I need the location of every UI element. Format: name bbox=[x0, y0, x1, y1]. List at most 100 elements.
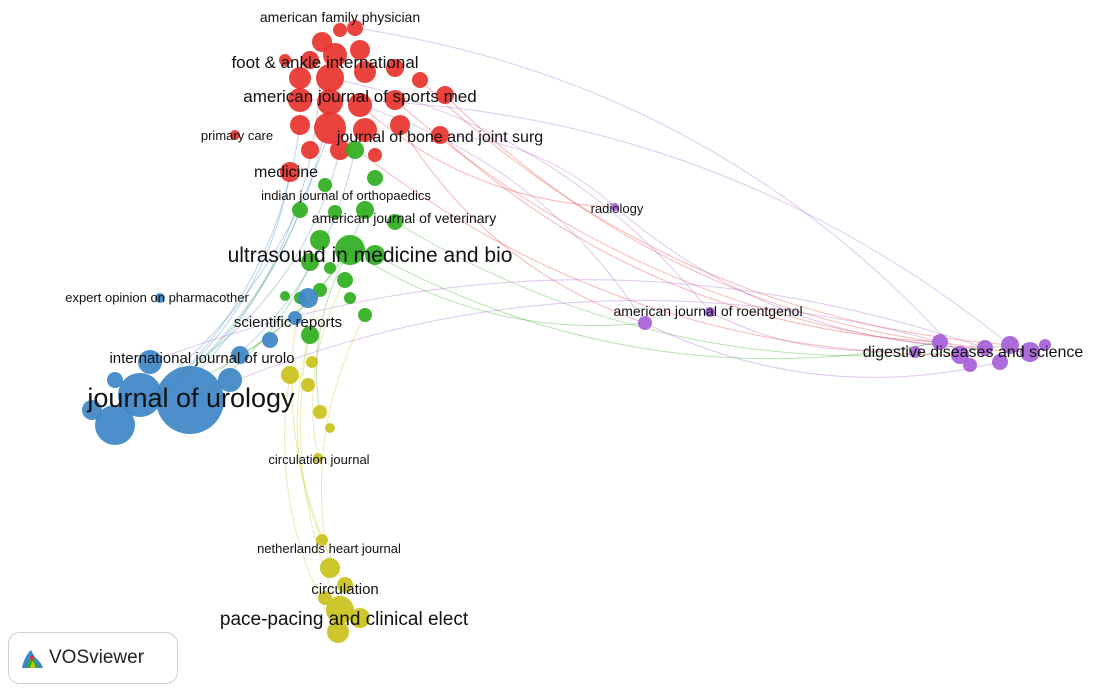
network-node[interactable] bbox=[155, 293, 165, 303]
network-node[interactable] bbox=[301, 141, 319, 159]
network-node[interactable] bbox=[611, 203, 619, 211]
label-indian-journal-of-orthopaedics[interactable]: indian journal of orthopaedics bbox=[261, 188, 431, 203]
network-node[interactable] bbox=[262, 332, 278, 348]
network-node[interactable] bbox=[431, 126, 449, 144]
network-node[interactable] bbox=[95, 405, 135, 445]
label-journal-of-urology[interactable]: journal of urology bbox=[86, 383, 295, 413]
network-node[interactable] bbox=[230, 130, 240, 140]
label-medicine[interactable]: medicine bbox=[254, 164, 318, 181]
network-node[interactable] bbox=[977, 340, 993, 356]
network-node[interactable] bbox=[289, 67, 311, 89]
network-node[interactable] bbox=[328, 205, 342, 219]
label-american-journal-of-sports-med[interactable]: american journal of sports med bbox=[243, 87, 476, 106]
network-node[interactable] bbox=[306, 356, 318, 368]
network-node[interactable] bbox=[301, 51, 319, 69]
network-node[interactable] bbox=[638, 316, 652, 330]
network-node[interactable] bbox=[347, 20, 363, 36]
network-node[interactable] bbox=[298, 288, 318, 308]
network-node[interactable] bbox=[288, 311, 302, 325]
network-node[interactable] bbox=[325, 423, 335, 433]
label-american-journal-of-veterinary[interactable]: american journal of veterinary bbox=[312, 210, 496, 226]
network-node[interactable] bbox=[313, 453, 323, 463]
network-node[interactable] bbox=[368, 148, 382, 162]
network-node[interactable] bbox=[951, 346, 969, 364]
network-node[interactable] bbox=[346, 141, 364, 159]
network-node[interactable] bbox=[367, 170, 383, 186]
network-node[interactable] bbox=[327, 621, 349, 643]
label-expert-opinion-on-pharmacother[interactable]: expert opinion on pharmacother bbox=[65, 290, 249, 305]
network-node[interactable] bbox=[1020, 342, 1040, 362]
network-node[interactable] bbox=[281, 366, 299, 384]
network-node[interactable] bbox=[279, 54, 291, 66]
label-scientific-reports[interactable]: scientific reports bbox=[234, 314, 342, 331]
network-node[interactable] bbox=[310, 230, 330, 250]
network-node[interactable] bbox=[316, 534, 328, 546]
network-node[interactable] bbox=[350, 608, 370, 628]
network-node[interactable] bbox=[387, 214, 403, 230]
label-radiology[interactable]: radiology bbox=[591, 201, 644, 216]
network-node[interactable] bbox=[156, 366, 224, 434]
network-node[interactable] bbox=[390, 115, 410, 135]
label-foot-ankle-international[interactable]: foot & ankle international bbox=[231, 53, 418, 72]
label-international-journal-of-urolo[interactable]: international journal of urolo bbox=[109, 350, 294, 367]
network-node[interactable] bbox=[324, 262, 336, 274]
network-node[interactable] bbox=[992, 354, 1008, 370]
network-node[interactable] bbox=[335, 235, 365, 265]
network-node[interactable] bbox=[386, 59, 404, 77]
network-node[interactable] bbox=[118, 373, 162, 417]
network-node[interactable] bbox=[412, 72, 428, 88]
vosviewer-logo-button[interactable]: VOSviewer bbox=[8, 632, 178, 684]
network-node[interactable] bbox=[354, 61, 376, 83]
network-node[interactable] bbox=[1039, 339, 1051, 351]
network-node[interactable] bbox=[301, 378, 315, 392]
network-node[interactable] bbox=[316, 64, 344, 92]
label-circulation[interactable]: circulation bbox=[311, 581, 379, 598]
network-node[interactable] bbox=[317, 89, 343, 115]
network-node[interactable] bbox=[138, 350, 162, 374]
label-netherlands-heart-journal[interactable]: netherlands heart journal bbox=[257, 541, 401, 556]
network-node[interactable] bbox=[218, 368, 242, 392]
network-node[interactable] bbox=[385, 90, 405, 110]
network-node[interactable] bbox=[318, 591, 332, 605]
network-node[interactable] bbox=[705, 307, 715, 317]
label-ultrasound-in-medicine-and-bio[interactable]: ultrasound in medicine and bio bbox=[228, 244, 513, 267]
network-node[interactable] bbox=[318, 178, 332, 192]
label-digestive-diseases-and-science[interactable]: digestive diseases and science bbox=[863, 344, 1084, 361]
network-node[interactable] bbox=[280, 162, 300, 182]
network-node[interactable] bbox=[301, 326, 319, 344]
network-node[interactable] bbox=[107, 372, 123, 388]
network-node[interactable] bbox=[292, 202, 308, 218]
network-node[interactable] bbox=[963, 358, 977, 372]
network-node[interactable] bbox=[358, 308, 372, 322]
network-node[interactable] bbox=[350, 40, 370, 60]
label-american-family-physician[interactable]: american family physician bbox=[260, 9, 420, 25]
network-node[interactable] bbox=[231, 346, 249, 364]
network-node[interactable] bbox=[326, 596, 354, 624]
network-node[interactable] bbox=[280, 291, 290, 301]
network-node[interactable] bbox=[314, 112, 346, 144]
network-node[interactable] bbox=[323, 43, 347, 67]
network-node[interactable] bbox=[330, 140, 350, 160]
label-primary-care[interactable]: primary care bbox=[201, 128, 273, 143]
network-node[interactable] bbox=[82, 400, 102, 420]
network-node[interactable] bbox=[333, 23, 347, 37]
network-node[interactable] bbox=[337, 272, 353, 288]
network-node[interactable] bbox=[1001, 336, 1019, 354]
network-node[interactable] bbox=[290, 115, 310, 135]
network-node[interactable] bbox=[436, 86, 454, 104]
label-journal-of-bone-and-joint-surg[interactable]: journal of bone and joint surg bbox=[336, 129, 543, 146]
network-node[interactable] bbox=[337, 577, 353, 593]
network-node[interactable] bbox=[344, 292, 356, 304]
network-node[interactable] bbox=[356, 201, 374, 219]
network-node[interactable] bbox=[365, 245, 385, 265]
label-pace-pacing-and-clinical-elect[interactable]: pace-pacing and clinical elect bbox=[220, 609, 469, 630]
network-node[interactable] bbox=[353, 118, 377, 142]
network-node[interactable] bbox=[313, 405, 327, 419]
network-node[interactable] bbox=[348, 93, 372, 117]
network-node[interactable] bbox=[301, 253, 319, 271]
network-node[interactable] bbox=[320, 558, 340, 578]
network-node[interactable] bbox=[909, 346, 921, 358]
label-circulation-journal[interactable]: circulation journal bbox=[268, 452, 369, 467]
network-node[interactable] bbox=[932, 334, 948, 350]
